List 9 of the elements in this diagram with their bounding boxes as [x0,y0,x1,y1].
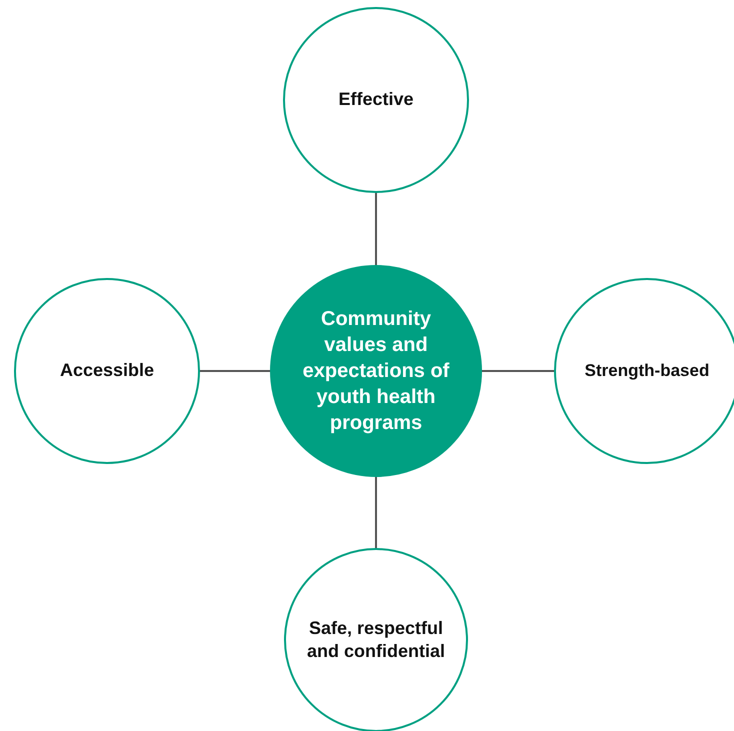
topic-label: Effective [338,88,414,112]
topic-label: Strength-based [584,360,710,382]
connector-line [482,370,554,372]
topic-label: Accessible [60,359,154,382]
connector-line [375,477,377,548]
topic-label: Safe, respectful and confidential [306,616,446,663]
center-label: Community values and expectations of youth health programs [302,307,450,436]
connector-line [200,370,270,372]
connector-line [375,193,377,265]
